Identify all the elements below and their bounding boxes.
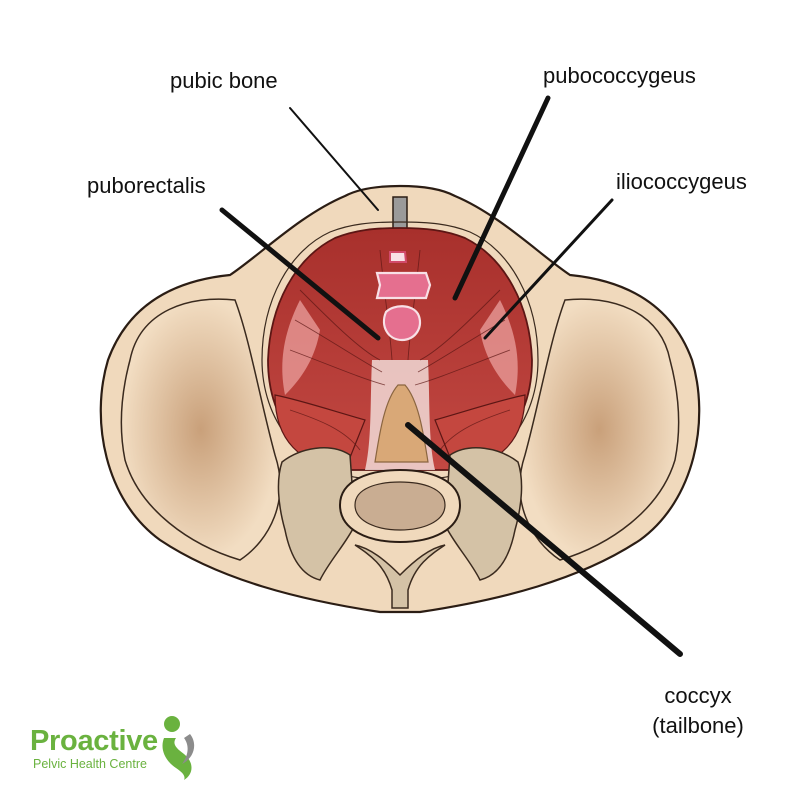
label-tailbone: (tailbone): [652, 713, 744, 738]
person-swoosh-icon: [162, 716, 195, 780]
label-pubococcygeus: pubococcygeus: [543, 63, 696, 88]
label-pubic-bone: pubic bone: [170, 68, 278, 93]
leader-line-puborectalis: [219, 207, 381, 341]
leader-line-coccyx: [405, 422, 683, 657]
label-puborectalis: puborectalis: [87, 173, 206, 198]
pelvic-openings: [375, 251, 432, 342]
brand-name: Proactive: [30, 725, 158, 757]
leader-lines: [219, 95, 683, 657]
leader-line-pubococcygeus: [452, 95, 551, 301]
sacrum: [277, 447, 523, 609]
label-coccyx: coccyx: [664, 683, 731, 708]
leader-line-pubic-bone: [289, 107, 379, 211]
leader-line-iliococcygeus: [483, 198, 614, 340]
brand-tagline: Pelvic Health Centre: [33, 757, 147, 771]
label-iliococcygeus: iliococcygeus: [616, 169, 747, 194]
coccyx-bone: [374, 384, 429, 463]
